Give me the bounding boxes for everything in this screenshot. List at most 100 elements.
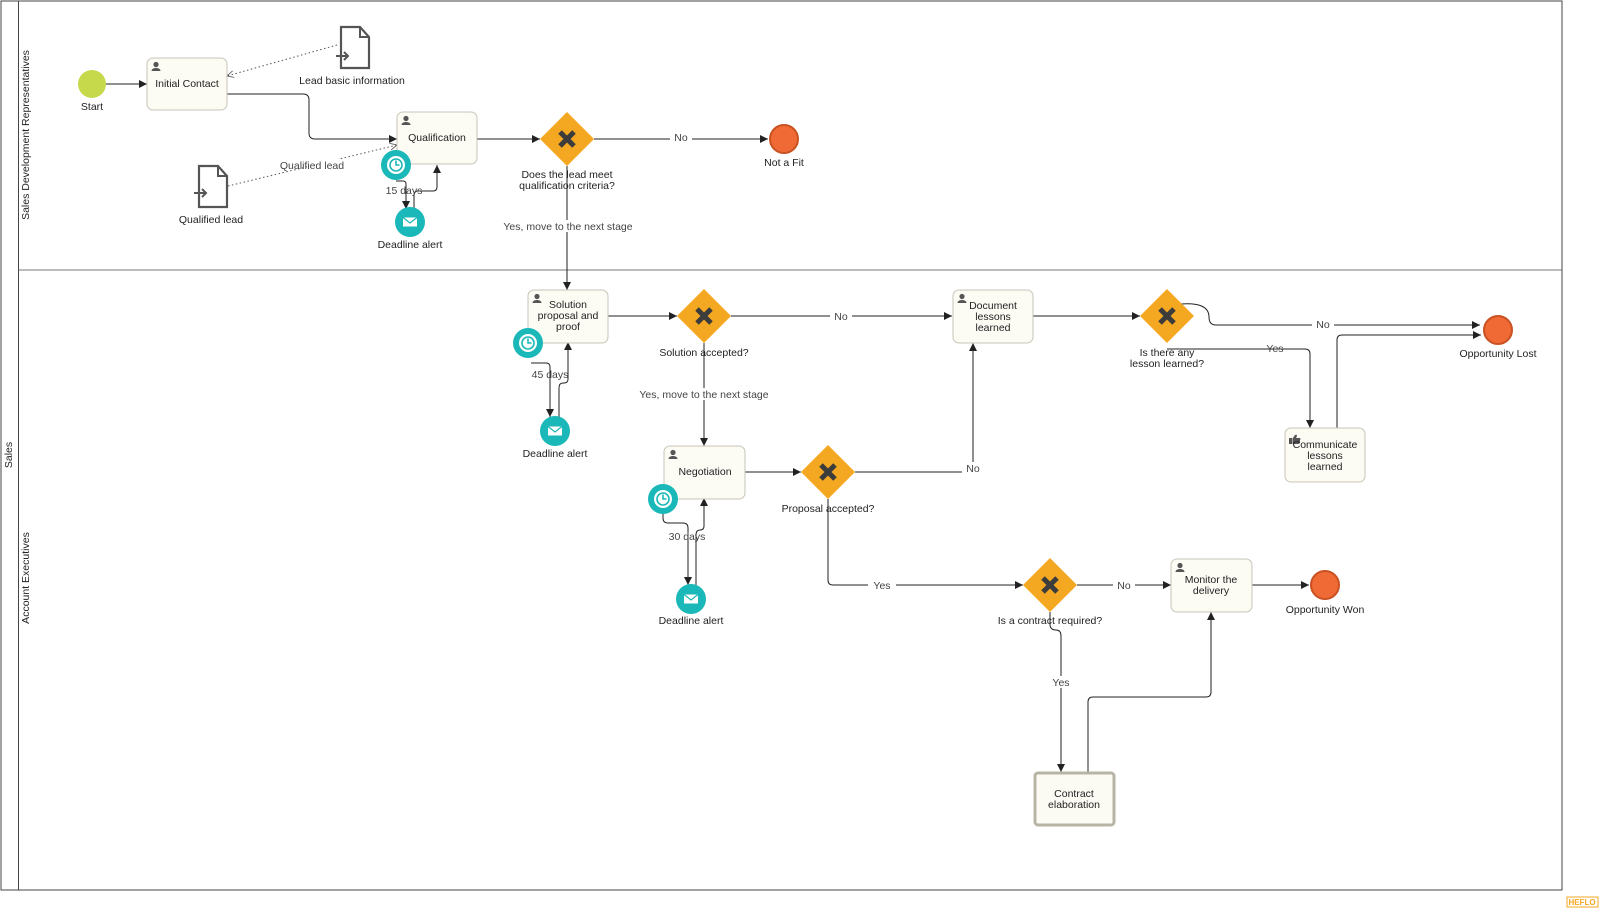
x-icon	[1158, 307, 1176, 325]
edge-label-no-notfit: No	[674, 132, 688, 144]
message-event-deadline-alert-2-label: Deadline alert	[523, 448, 588, 460]
task-communicate-label-line1: Communicate	[1293, 439, 1358, 451]
task-contract-elaboration[interactable]	[1033, 771, 1116, 827]
x-icon	[558, 130, 576, 148]
start-event[interactable]	[78, 70, 106, 98]
flow-propgw-document[interactable]	[855, 343, 977, 473]
clock-icon	[656, 492, 670, 506]
edge-label-bg	[1312, 319, 1334, 331]
flow-propgw-contractgw[interactable]	[827, 499, 1023, 589]
edge-label-no-contract: No	[1117, 580, 1131, 592]
task-communicate-lessons[interactable]	[1284, 427, 1366, 483]
flow-alert3-negotiation[interactable]	[695, 498, 708, 585]
edge-label-yes-next-2: Yes, move to the next stage	[639, 389, 768, 401]
task-monitor-label-line2: delivery	[1193, 585, 1230, 597]
end-event-opportunity-won[interactable]	[1310, 570, 1340, 600]
flow-alert2-solution[interactable]	[558, 342, 572, 417]
end-event-opportunity-won-label: Opportunity Won	[1286, 604, 1365, 616]
flow-timer3-alert[interactable]	[662, 512, 692, 585]
flow-lessongw-communicate[interactable]	[1167, 348, 1314, 428]
data-object-lead-basic-information[interactable]	[336, 25, 371, 70]
sequence-flows	[106, 80, 1481, 772]
message-event-deadline-alert-3[interactable]	[676, 584, 706, 614]
gateway-lesson-learned[interactable]	[1140, 289, 1194, 343]
message-event-deadline-alert-1-label: Deadline alert	[378, 239, 443, 251]
edge-label-bg	[962, 462, 984, 474]
flow-contract-monitor[interactable]	[1087, 612, 1215, 772]
heflo-logo: HEFLO	[1566, 896, 1599, 908]
pool[interactable]	[0, 0, 1563, 891]
assoc-qualifiedlead-qualification[interactable]	[227, 145, 397, 187]
gateway-contract-required-label: Is a contract required?	[998, 615, 1103, 627]
timer-event-30-days[interactable]	[648, 484, 678, 514]
task-document-label-line1: Document	[969, 300, 1017, 312]
message-event-deadline-alert-2[interactable]	[540, 416, 570, 446]
message-event-deadline-alert-1[interactable]	[395, 207, 425, 237]
edge-label-45-days: 45 days	[532, 369, 569, 381]
flow-alert1-qualification[interactable]	[413, 165, 441, 208]
x-icon	[695, 307, 713, 325]
task-contract-label-line1: Contract	[1054, 788, 1094, 800]
assoc-label-qualified-lead: Qualified lead	[280, 160, 344, 172]
edge-label-bg	[644, 388, 764, 400]
hand-icon	[1289, 434, 1301, 444]
edge-label-bg	[868, 579, 896, 591]
edge-label-15-days: 15 days	[386, 185, 423, 197]
task-monitor-label-line1: Monitor the	[1185, 574, 1238, 586]
flow-timer2-alert[interactable]	[531, 362, 554, 417]
task-monitor-delivery[interactable]	[1170, 558, 1253, 613]
gateway-proposal-accepted-label: Proposal accepted?	[782, 503, 875, 515]
assoc-leadinfo-initial[interactable]	[227, 44, 338, 76]
gateway-proposal-accepted[interactable]	[801, 445, 855, 499]
start-event-label: Start	[81, 101, 103, 113]
task-initial-contact-label: Initial Contact	[155, 78, 219, 90]
task-document-label-line3: learned	[975, 322, 1010, 334]
task-negotiation[interactable]	[663, 445, 746, 500]
edge-label-yes-next-1: Yes, move to the next stage	[503, 221, 632, 233]
flow-initial-qualification[interactable]	[227, 93, 397, 143]
end-event-not-fit-label: Not a Fit	[764, 157, 804, 169]
flow-contractgw-contract[interactable]	[1049, 612, 1065, 772]
flow-timer1-alert[interactable]	[396, 180, 410, 209]
data-object-qualified-lead[interactable]	[194, 164, 229, 209]
task-solution-proposal[interactable]	[527, 289, 609, 344]
edge-label-no-solution: No	[834, 311, 848, 323]
task-communicate-label-line2: lessons	[1307, 450, 1343, 462]
input-arrow-icon	[336, 51, 350, 61]
gateway-lesson-label-line2: lesson learned?	[1130, 358, 1204, 370]
edge-label-yes-contract: Yes	[1052, 677, 1069, 689]
x-icon	[1041, 576, 1059, 594]
task-document-lessons[interactable]	[952, 289, 1034, 344]
timer-event-45-days[interactable]	[513, 328, 543, 358]
clock-icon	[521, 336, 535, 350]
lane-label-ae: Account Executives	[20, 532, 32, 624]
task-solution-label-line2: proposal and	[538, 310, 599, 322]
task-solution-label-line3: proof	[556, 321, 580, 333]
gateway-solution-accepted[interactable]	[677, 289, 731, 343]
edge-label-bg	[508, 220, 628, 232]
data-object-lead-basic-information-label: Lead basic information	[299, 75, 405, 87]
gateway-contract-required[interactable]	[1023, 558, 1077, 612]
flow-communicate-lost[interactable]	[1336, 331, 1481, 428]
task-initial-contact[interactable]	[146, 57, 228, 111]
clock-icon	[389, 158, 403, 172]
task-solution-label-line1: Solution	[549, 299, 587, 311]
edge-label-bg	[1048, 676, 1074, 688]
gateway-qualification-criteria[interactable]	[540, 112, 594, 166]
task-qualification[interactable]	[396, 111, 478, 165]
task-negotiation-label: Negotiation	[678, 466, 731, 478]
edge-label-bg	[1113, 579, 1135, 591]
message-event-deadline-alert-3-label: Deadline alert	[659, 615, 724, 627]
edge-label-bg	[830, 310, 852, 322]
end-event-not-fit[interactable]	[769, 124, 799, 154]
edge-label-30-days: 30 days	[669, 531, 706, 543]
timer-event-15-days[interactable]	[381, 150, 411, 180]
input-arrow-icon	[194, 188, 208, 198]
edge-label-yes-lesson: Yes	[1266, 343, 1283, 355]
flow-lessongw-lost[interactable]	[1180, 303, 1480, 329]
end-event-opportunity-lost-label: Opportunity Lost	[1459, 348, 1536, 360]
edge-label-no-proposal: No	[966, 463, 980, 475]
task-qualification-label: Qualification	[408, 132, 466, 144]
gateway-criteria-label-line2: qualification criteria?	[519, 180, 615, 192]
end-event-opportunity-lost[interactable]	[1483, 315, 1513, 345]
